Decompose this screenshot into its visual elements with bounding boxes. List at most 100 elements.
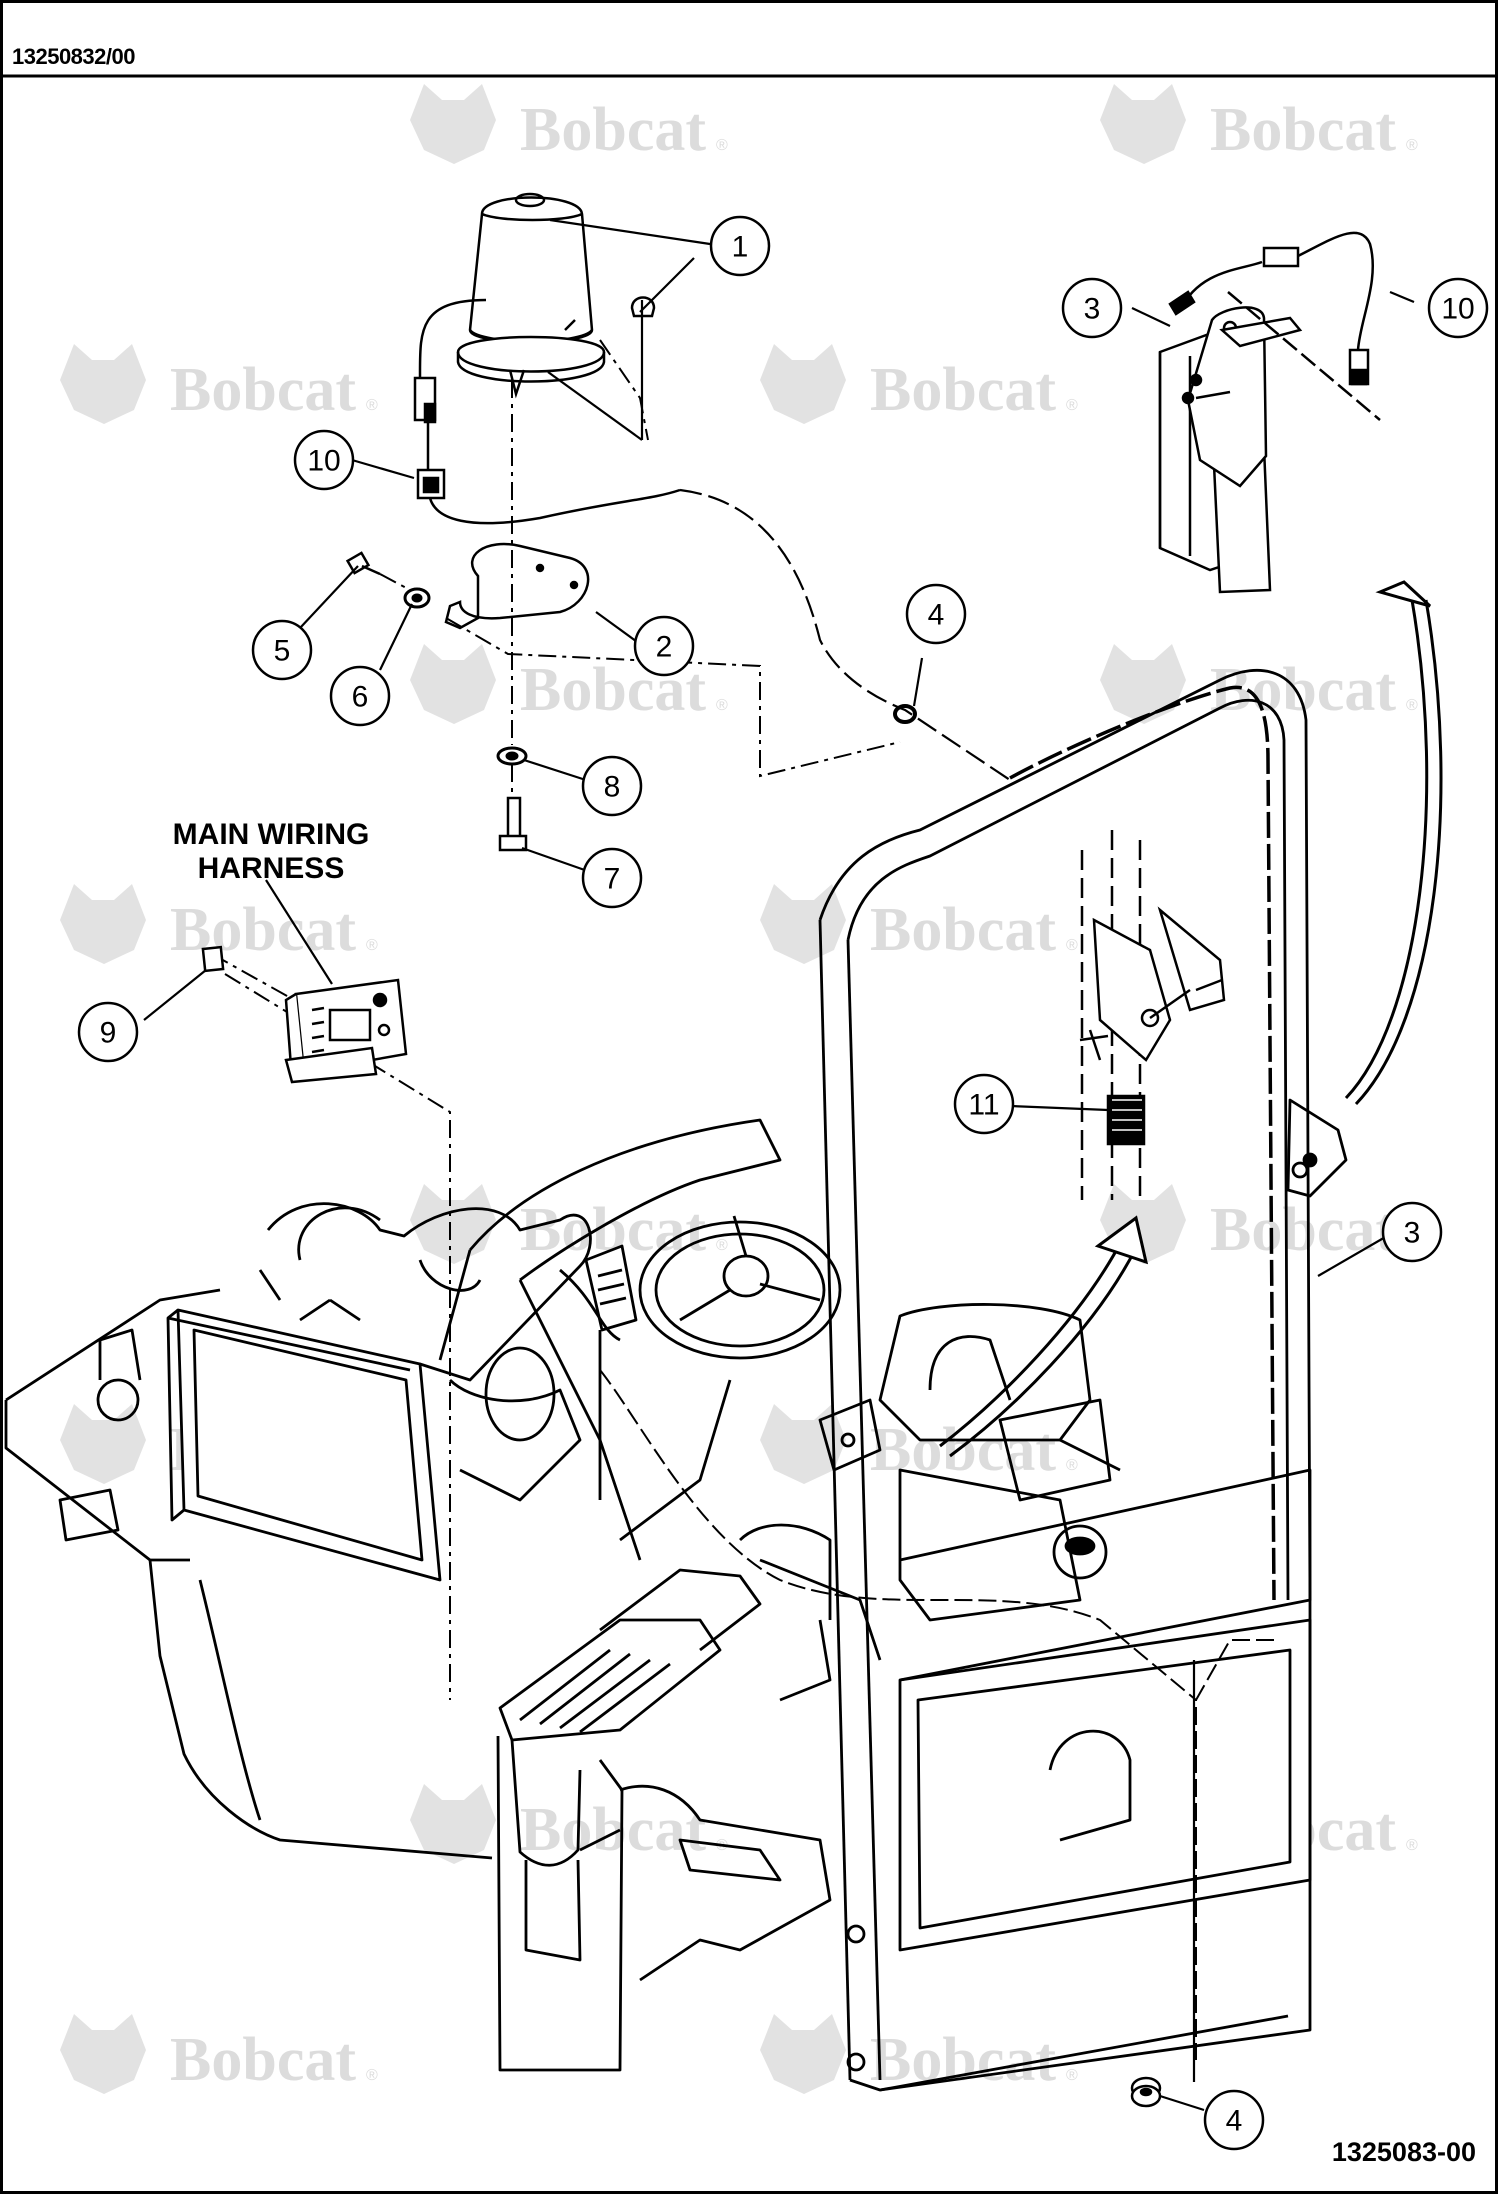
callout-2: 2 bbox=[633, 615, 695, 677]
watermark-wordmark: Bobcat bbox=[1210, 656, 1396, 724]
callout-number: 9 bbox=[100, 1017, 117, 1050]
callout-7: 7 bbox=[581, 847, 643, 909]
bobcat-logo-mark bbox=[60, 344, 146, 424]
bobcat-watermarks: Bobcat ® Bobcat ® Bobcat ® Bobcat ® Bobcat ® Bobca… bbox=[60, 84, 1418, 2094]
callout-circle bbox=[581, 755, 643, 817]
watermark-registered-mark: ® bbox=[366, 937, 378, 954]
washer-8 bbox=[496, 746, 528, 766]
callout-number: 10 bbox=[307, 445, 340, 478]
callout-circle bbox=[293, 429, 355, 491]
rops-harness-lower bbox=[599, 1369, 1274, 2060]
callout-circle bbox=[709, 215, 771, 277]
callout-10-bracket: 10 bbox=[1427, 277, 1489, 339]
bobcat-logo-mark bbox=[410, 84, 496, 164]
mounting-plate bbox=[444, 542, 590, 630]
watermark-wordmark: Bobcat bbox=[520, 1196, 706, 1264]
watermark-wordmark: Bobcat bbox=[870, 2026, 1056, 2094]
watermark-wordmark: Bobcat bbox=[520, 1796, 706, 1864]
callout-number: 5 bbox=[274, 635, 291, 668]
bobcat-logo-mark bbox=[60, 1404, 146, 1484]
harness-label-line2: HARNESS bbox=[198, 852, 345, 885]
watermark-registered-mark: ® bbox=[1406, 697, 1418, 714]
grommet-4-lower bbox=[1130, 2076, 1162, 2108]
watermark-wordmark: Bobcat bbox=[170, 896, 356, 964]
callout-circle bbox=[1381, 1201, 1443, 1263]
callout-6: 6 bbox=[329, 665, 391, 727]
watermark-registered-mark: ® bbox=[1406, 1837, 1418, 1854]
machine-body bbox=[4, 668, 1348, 2092]
callout-1: 1 bbox=[709, 215, 771, 277]
callout-number: 4 bbox=[928, 599, 945, 632]
watermark-wordmark: Bobcat bbox=[170, 2026, 356, 2094]
bobcat-logo-mark bbox=[1100, 644, 1186, 724]
watermark-tile: Bobcat ® bbox=[760, 2014, 1078, 2094]
callout-number: 4 bbox=[1226, 2105, 1243, 2138]
bobcat-logo-mark bbox=[1100, 84, 1186, 164]
watermark-tile: Bobcat® bbox=[760, 1404, 1078, 1484]
callout-number: 7 bbox=[604, 863, 621, 896]
callout-3-frame: 3 bbox=[1381, 1201, 1443, 1263]
direction-arrow-lower bbox=[939, 1215, 1149, 1458]
callout-number: 10 bbox=[1441, 293, 1474, 326]
bracket-detail bbox=[1158, 306, 1303, 594]
watermark-registered-mark: ® bbox=[716, 137, 728, 154]
watermark-tile: Bobcat ® bbox=[760, 884, 1078, 964]
callout-circle bbox=[905, 583, 967, 645]
watermark-registered-mark: ® bbox=[1066, 2067, 1078, 2084]
callout-number: 1 bbox=[732, 231, 749, 264]
bobcat-logo-mark bbox=[760, 2014, 846, 2094]
bolt-7 bbox=[498, 796, 528, 852]
watermark-registered-mark: ® bbox=[716, 697, 728, 714]
callout-4-upper: 4 bbox=[905, 583, 967, 645]
callout-circle bbox=[1061, 277, 1123, 339]
callout-circle bbox=[1427, 277, 1489, 339]
callout-number: 2 bbox=[656, 631, 673, 664]
callout-4-lower: 4 bbox=[1203, 2089, 1265, 2151]
harness-cable bbox=[679, 488, 1011, 781]
bobcat-logo-mark bbox=[760, 1404, 846, 1484]
watermark-registered-mark: ® bbox=[1066, 937, 1078, 954]
callout-3-bracket: 3 bbox=[1061, 277, 1123, 339]
bobcat-logo-mark bbox=[410, 644, 496, 724]
grommet-4-upper bbox=[893, 704, 917, 724]
watermark-registered-mark: ® bbox=[366, 2067, 378, 2084]
bobcat-logo-mark bbox=[760, 344, 846, 424]
callout-circle bbox=[1203, 2089, 1265, 2151]
callout-number: 11 bbox=[968, 1089, 999, 1122]
callout-circle bbox=[953, 1073, 1015, 1135]
callout-10-beacon: 10 bbox=[293, 429, 355, 491]
callout-number: 3 bbox=[1404, 1217, 1421, 1250]
watermark-tile: Bobcat ® bbox=[60, 2014, 378, 2094]
direction-arrow-upper bbox=[1344, 580, 1443, 1106]
watermark-wordmark: Bobcat bbox=[1210, 1196, 1396, 1264]
watermark-tile: Bobcat® bbox=[760, 344, 1078, 424]
bracket-pigtail bbox=[1168, 231, 1381, 421]
drawing-number: 1325083-00 bbox=[1331, 2137, 1476, 2167]
document-id: 13250832/00 bbox=[12, 44, 135, 69]
watermark-wordmark: Bobcat bbox=[870, 896, 1056, 964]
watermark-registered-mark: ® bbox=[366, 397, 378, 414]
rops-harness bbox=[1009, 685, 1276, 1601]
watermark-wordmark: Bobcat bbox=[170, 356, 356, 424]
bobcat-logo-mark bbox=[410, 1784, 496, 1864]
watermark-wordmark: Bobcat bbox=[520, 96, 706, 164]
callout-circle bbox=[581, 847, 643, 909]
watermark-registered-mark: ® bbox=[716, 1237, 728, 1254]
watermark-tile: Bobcat ® bbox=[1100, 644, 1418, 724]
callout-circle bbox=[251, 619, 313, 681]
callout-8: 8 bbox=[581, 755, 643, 817]
callout-11: 11 bbox=[953, 1073, 1015, 1135]
watermark-registered-mark: ® bbox=[1406, 137, 1418, 154]
watermark-wordmark: Bobcat bbox=[870, 356, 1056, 424]
watermark-tile: Bobcat® bbox=[1100, 1184, 1418, 1264]
callout-9: 9 bbox=[77, 1001, 139, 1063]
washer-6 bbox=[403, 587, 431, 609]
bobcat-logo-mark bbox=[60, 884, 146, 964]
callout-number: 3 bbox=[1084, 293, 1101, 326]
watermark-tile: Bobcat ® bbox=[60, 344, 378, 424]
watermark-registered-mark: ® bbox=[1066, 1457, 1078, 1474]
assembly-center-lines bbox=[211, 339, 901, 1700]
